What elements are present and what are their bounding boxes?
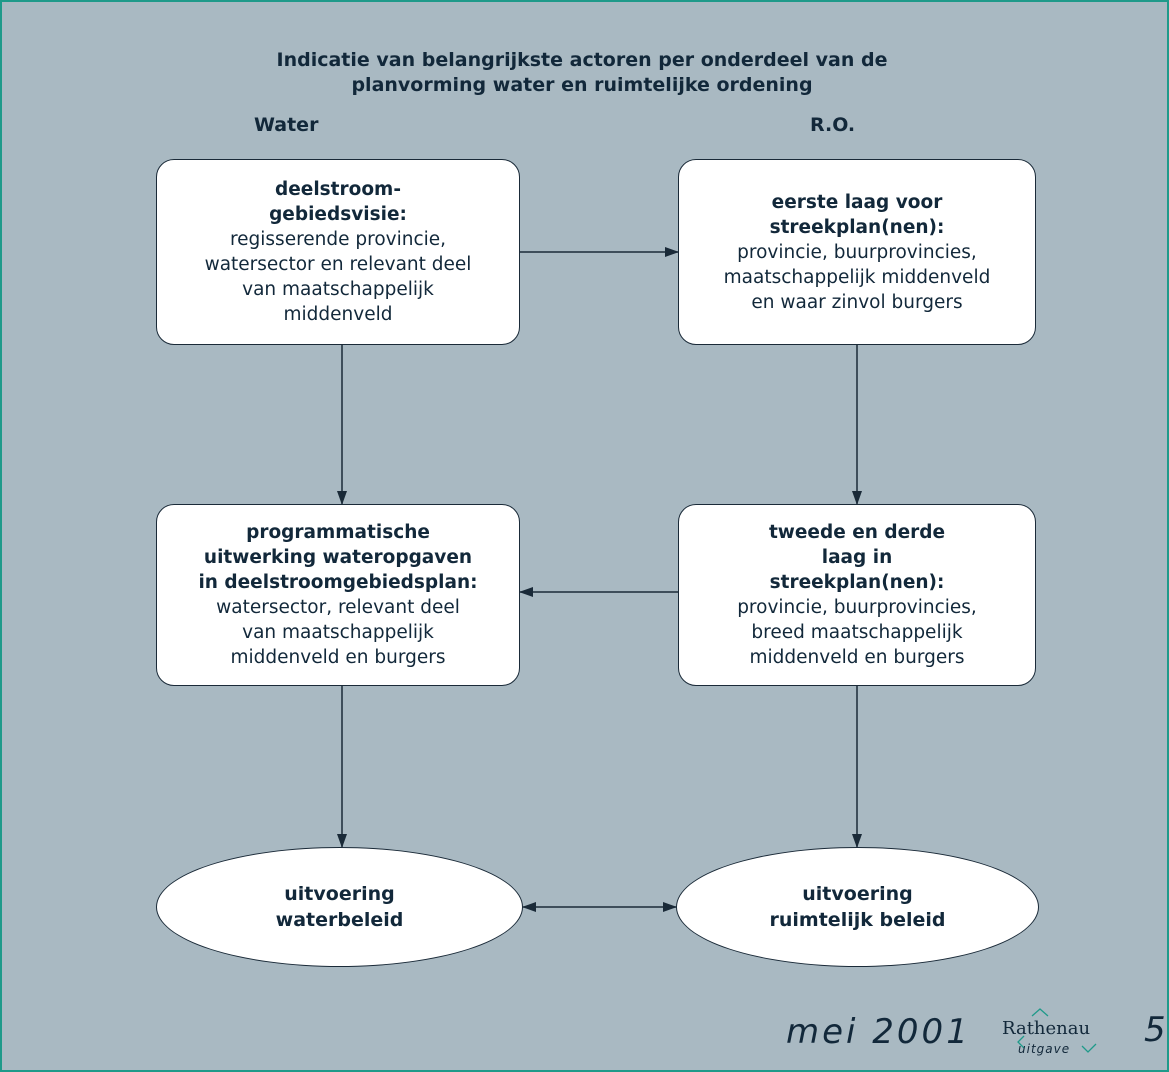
box-line: middenveld en burgers — [230, 647, 446, 668]
box-line: middenveld en burgers — [749, 647, 965, 668]
box-programmatische-uitwerking: programmatische uitwerking wateropgaven … — [156, 504, 520, 686]
box-heading: streekplan(nen): — [769, 572, 945, 593]
box-tweede-derde-laag: tweede en derde laag in streekplan(nen):… — [678, 504, 1036, 686]
box-heading: in deelstroomgebiedsplan: — [198, 572, 478, 593]
ellipse-uitvoering-ruimtelijk-beleid: uitvoering ruimtelijk beleid — [676, 847, 1039, 967]
box-line: middenveld — [283, 304, 393, 325]
box-line: breed maatschappelijk — [751, 622, 963, 643]
logo-subtitle: uitgave — [1018, 1042, 1071, 1056]
ellipse-line: uitvoering — [802, 883, 913, 905]
box-line: regisserende provincie, — [229, 229, 447, 250]
ellipse-uitvoering-waterbeleid: uitvoering waterbeleid — [156, 847, 523, 967]
box-line: van maatschappelijk — [242, 279, 434, 300]
box-deelstroomgebiedsvisie: deelstroom- gebiedsvisie: regisserende p… — [156, 159, 520, 345]
box-heading: uitwerking wateropgaven — [203, 547, 473, 568]
box-line: van maatschappelijk — [242, 622, 434, 643]
box-heading: gebiedsvisie: — [269, 204, 407, 225]
box-line: provincie, buurprovincies, — [737, 597, 977, 618]
box-heading: deelstroom- — [274, 179, 402, 200]
logo-name: Rathenau — [1002, 1018, 1091, 1039]
box-heading: eerste laag voor — [771, 191, 943, 213]
box-heading: programmatische — [246, 522, 430, 543]
footer-date: mei 2001 — [786, 1012, 971, 1052]
column-title-water: Water — [254, 114, 319, 136]
ellipse-line: ruimtelijk beleid — [769, 909, 946, 931]
rathenau-logo-mark — [1017, 1008, 1097, 1053]
title-line-2: planvorming water en ruimtelijke ordenin… — [351, 74, 813, 96]
ellipse-line: waterbeleid — [275, 909, 404, 931]
box-heading: streekplan(nen): — [769, 216, 945, 238]
box-line: en waar zinvol burgers — [751, 291, 963, 313]
box-eerste-laag-streekplan: eerste laag voor streekplan(nen): provin… — [678, 159, 1036, 345]
title-line-1: Indicatie van belangrijkste actoren per … — [276, 49, 888, 71]
page-number: 5 — [1144, 1010, 1166, 1050]
box-line: watersector en relevant deel — [204, 254, 472, 275]
ellipse-line: uitvoering — [284, 883, 395, 905]
box-line: watersector, relevant deel — [216, 597, 460, 618]
box-line: maatschappelijk middenveld — [723, 266, 991, 288]
box-line: provincie, buurprovincies, — [737, 241, 977, 263]
box-heading: tweede en derde — [768, 522, 946, 543]
diagram-title: Indicatie van belangrijkste actoren per … — [182, 48, 982, 98]
box-heading: laag in — [821, 547, 893, 568]
column-title-ro: R.O. — [810, 114, 856, 136]
